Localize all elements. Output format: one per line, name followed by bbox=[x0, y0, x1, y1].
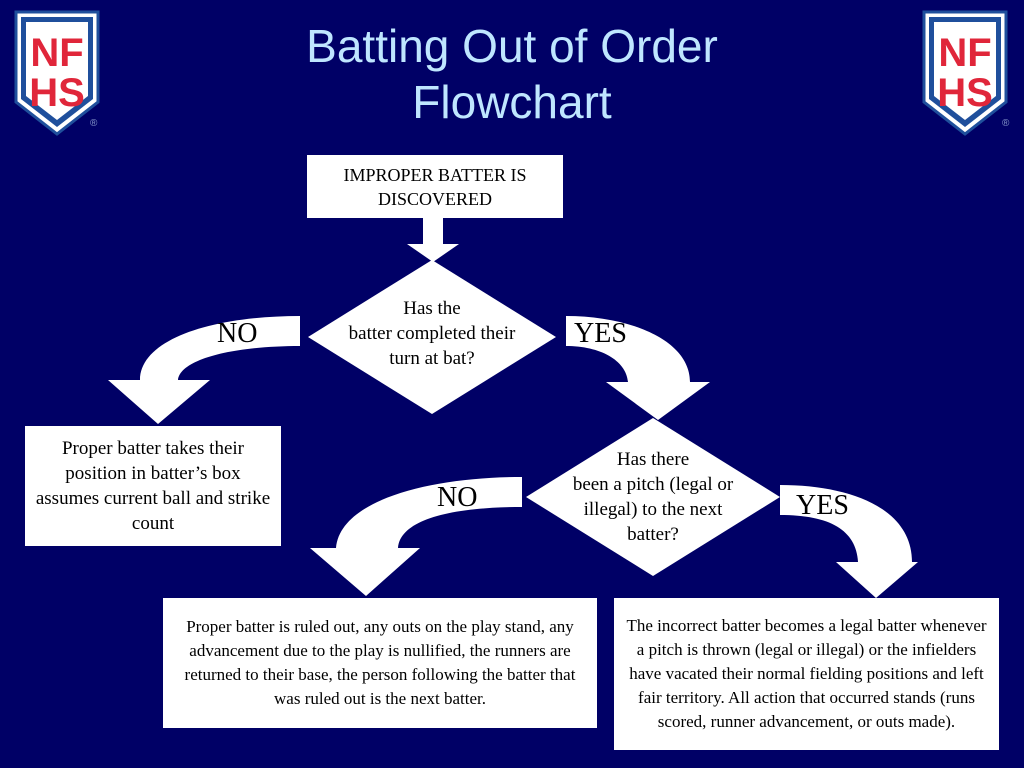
curve-arrow-yes-1 bbox=[566, 316, 710, 420]
start-box-text: IMPROPER BATTER IS DISCOVERED bbox=[343, 164, 527, 209]
result-yes-2-box: The incorrect batter becomes a legal bat… bbox=[614, 598, 999, 750]
decision-1-yes-label: YES bbox=[574, 318, 627, 349]
svg-text:NF: NF bbox=[30, 31, 83, 75]
decision-2-yes-label: YES bbox=[796, 490, 849, 521]
arrow-down-1 bbox=[407, 218, 459, 262]
svg-text:HS: HS bbox=[937, 71, 993, 115]
decision-1-text: Has the batter completed their turn at b… bbox=[306, 296, 558, 371]
decision-2-line-2: been a pitch (legal or bbox=[572, 474, 734, 495]
result-no-2-text: Proper batter is ruled out, any outs on … bbox=[184, 617, 576, 708]
result-yes-2-text: The incorrect batter becomes a legal bat… bbox=[626, 616, 987, 731]
registered-mark-right: ® bbox=[1002, 118, 1010, 129]
decision-1-line-1: Has the bbox=[403, 298, 461, 319]
nfhs-logo-right: NF HS bbox=[922, 10, 1008, 136]
svg-text:NF: NF bbox=[938, 31, 991, 75]
nfhs-logo-left: NF HS bbox=[14, 10, 100, 136]
result-no-2-box: Proper batter is ruled out, any outs on … bbox=[163, 598, 597, 728]
curve-arrow-no-2 bbox=[310, 477, 522, 596]
decision-1-no-label: NO bbox=[217, 318, 258, 349]
title-line-2: Flowchart bbox=[412, 76, 612, 128]
decision-2-no-label: NO bbox=[437, 482, 478, 513]
decision-2-line-4: batter? bbox=[627, 524, 679, 545]
result-no-1-text: Proper batter takes their position in ba… bbox=[35, 438, 271, 534]
decision-2-diamond bbox=[526, 418, 780, 576]
svg-text:HS: HS bbox=[29, 71, 85, 115]
decision-1-line-3: turn at bat? bbox=[389, 348, 475, 369]
page-title: Batting Out of Order Flowchart bbox=[212, 18, 812, 130]
title-line-1: Batting Out of Order bbox=[306, 20, 718, 72]
decision-1-diamond bbox=[308, 260, 556, 414]
decision-1-line-2: batter completed their bbox=[348, 323, 516, 344]
start-box: IMPROPER BATTER IS DISCOVERED bbox=[307, 155, 563, 218]
decision-2-text: Has there been a pitch (legal or illegal… bbox=[540, 447, 766, 547]
curve-arrow-yes-2 bbox=[780, 485, 918, 598]
curve-arrow-no-1 bbox=[108, 316, 300, 424]
decision-2-line-3: illegal) to the next bbox=[583, 499, 723, 520]
decision-2-line-1: Has there bbox=[616, 449, 690, 470]
result-no-1-box: Proper batter takes their position in ba… bbox=[25, 426, 281, 546]
registered-mark-left: ® bbox=[90, 118, 98, 129]
